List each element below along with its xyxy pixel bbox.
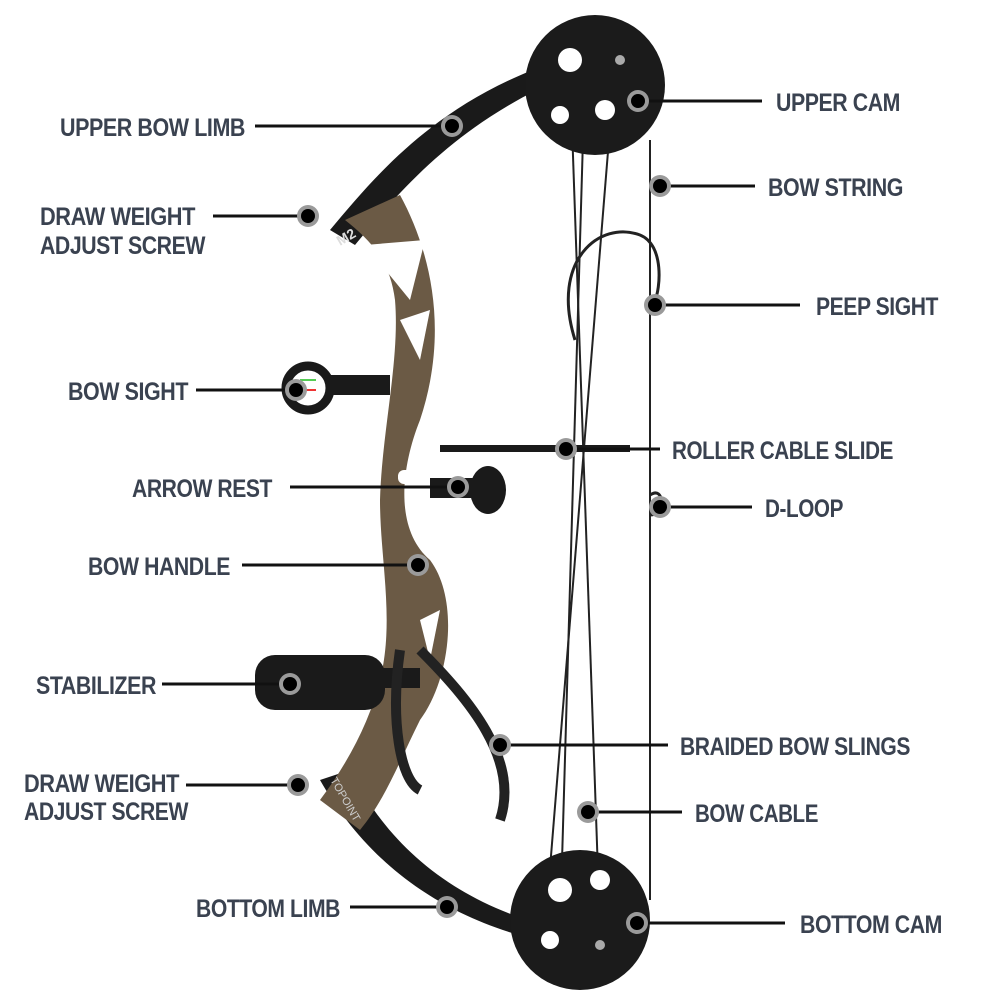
upper-cam-graphic bbox=[525, 15, 665, 155]
label-d-loop: D-LOOP bbox=[765, 495, 843, 523]
label-stabilizer: STABILIZER bbox=[36, 672, 156, 700]
label-bow-sight: BOW SIGHT bbox=[68, 378, 188, 406]
marker-dot bbox=[440, 900, 454, 914]
label-braided-bow-slings: BRAIDED BOW SLINGS bbox=[680, 733, 910, 761]
roller-cable-slide-rod bbox=[440, 445, 630, 452]
marker-dot bbox=[291, 778, 305, 792]
label-bow-string: BOW STRING bbox=[768, 174, 903, 202]
label-upper-cam: UPPER CAM bbox=[776, 89, 900, 117]
callout-markers bbox=[279, 90, 671, 934]
label-draw-weight-top-line2: ADJUST SCREW bbox=[40, 232, 206, 260]
label-roller-cable-slide: ROLLER CABLE SLIDE bbox=[672, 437, 893, 465]
marker-dot bbox=[301, 209, 315, 223]
marker-dot bbox=[631, 94, 645, 108]
label-draw-weight-bottom-line2: ADJUST SCREW bbox=[24, 798, 189, 826]
label-bow-handle: BOW HANDLE bbox=[88, 553, 230, 581]
label-draw-weight-top-line1: DRAW WEIGHT bbox=[40, 203, 195, 231]
bottom-cam-graphic bbox=[510, 850, 650, 990]
label-upper-bow-limb: UPPER BOW LIMB bbox=[60, 114, 245, 142]
label-bow-cable: BOW CABLE bbox=[695, 800, 818, 828]
bow-sling-graphic bbox=[391, 646, 510, 822]
label-draw-weight-bottom-line1: DRAW WEIGHT bbox=[24, 770, 179, 798]
marker-dot bbox=[445, 119, 459, 133]
upper-limb bbox=[330, 60, 570, 245]
marker-dot bbox=[289, 383, 303, 397]
riser-cutouts bbox=[365, 240, 440, 660]
marker-dot bbox=[648, 298, 662, 312]
marker-dot bbox=[559, 442, 573, 456]
marker-dot bbox=[451, 480, 465, 494]
marker-dot bbox=[653, 179, 667, 193]
marker-dot bbox=[653, 500, 667, 514]
peep-sight-wire bbox=[566, 230, 661, 341]
label-bottom-cam: BOTTOM CAM bbox=[800, 911, 942, 939]
label-peep-sight: PEEP SIGHT bbox=[816, 293, 938, 321]
bow-string-lines bbox=[544, 64, 651, 931]
marker-dot bbox=[581, 805, 595, 819]
label-arrow-rest: ARROW REST bbox=[132, 475, 272, 503]
marker-dot bbox=[493, 738, 507, 752]
label-bottom-limb: BOTTOM LIMB bbox=[196, 895, 340, 923]
marker-dot bbox=[630, 916, 644, 930]
marker-dot bbox=[283, 677, 297, 691]
marker-dot bbox=[411, 558, 425, 572]
